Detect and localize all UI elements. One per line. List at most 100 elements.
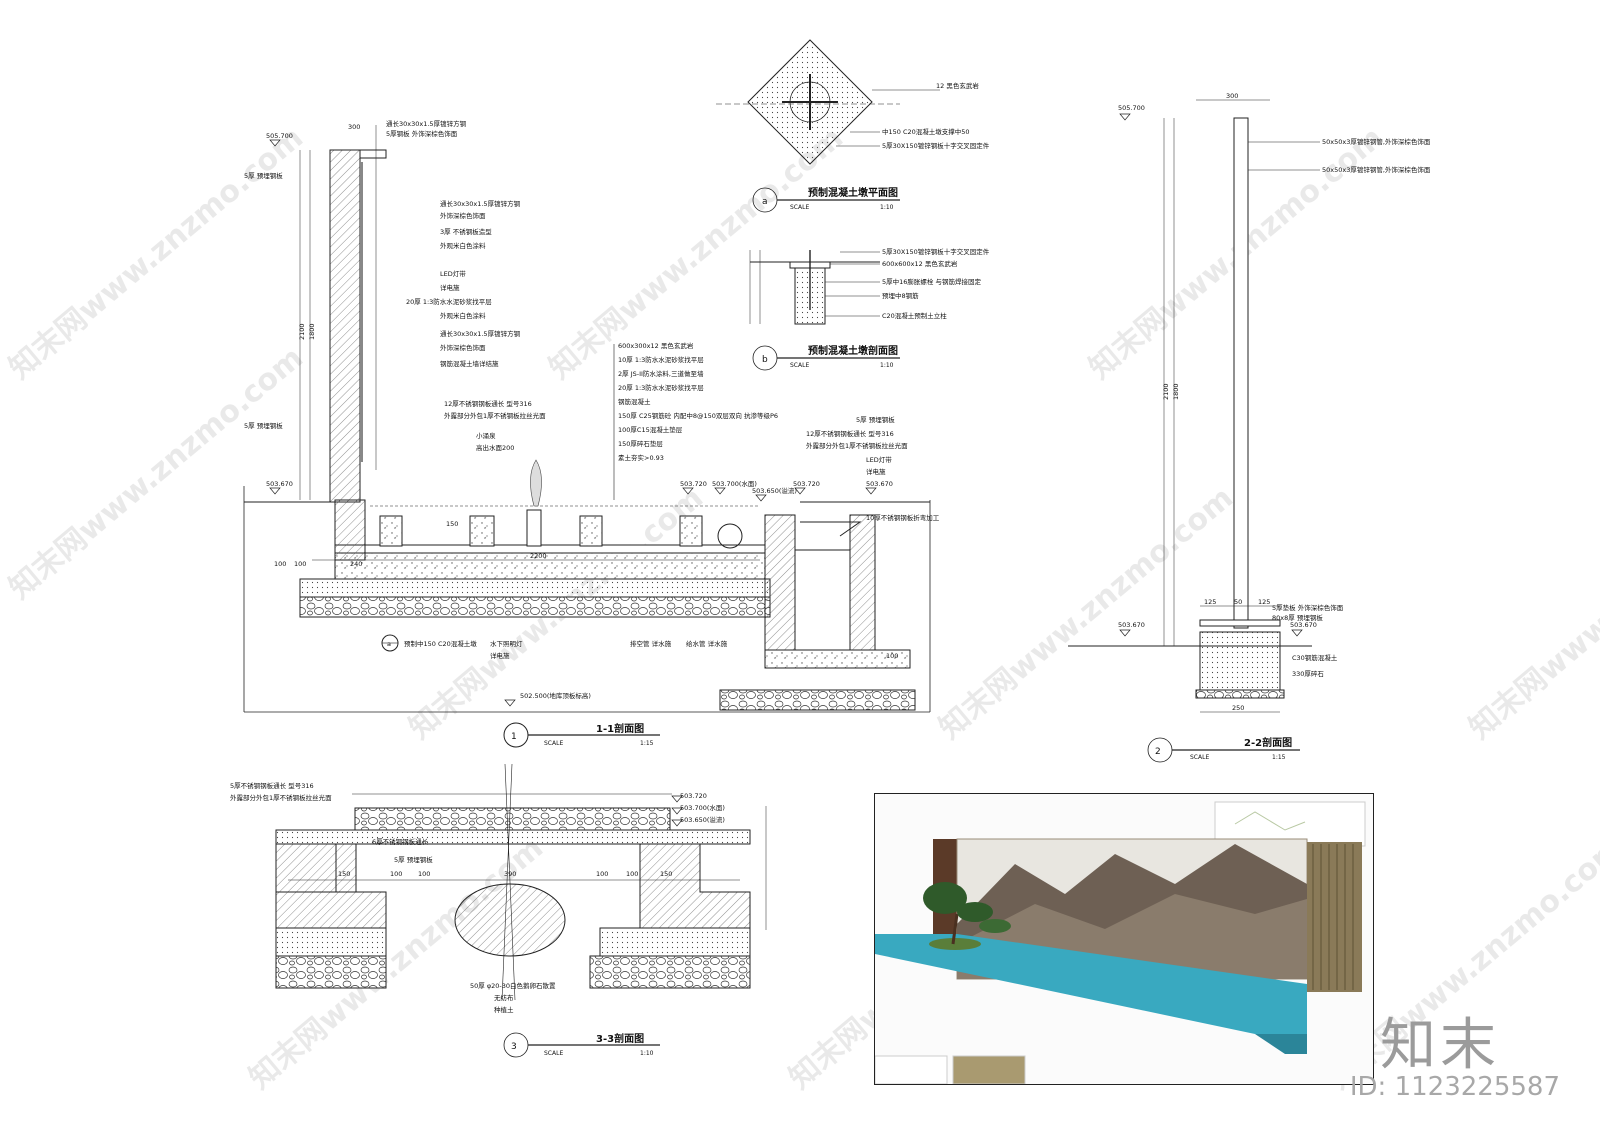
note: 通长30x30x1.5厚镀锌方钢 <box>440 199 521 208</box>
section-number: 1 <box>511 732 517 742</box>
scale-word: SCALE <box>1190 754 1209 761</box>
scale-word: SCALE <box>790 362 809 369</box>
scale-word: SCALE <box>544 1050 563 1057</box>
dim-label: 150 <box>338 870 350 878</box>
elevation-label: 505.700 <box>1118 104 1145 112</box>
dim-label: 2200 <box>530 552 547 560</box>
note: 详电施 <box>866 467 886 476</box>
dim-label: 100 <box>886 652 898 660</box>
note: 钢筋混凝土墙详结施 <box>440 359 499 368</box>
note: LED灯带 <box>866 455 892 464</box>
scale-value: 1:15 <box>1272 754 1286 761</box>
elevation-label: 503.720 <box>680 792 707 800</box>
elevation-label: 503.670 <box>266 480 293 488</box>
dim-label: 1800 <box>308 323 316 340</box>
note: 通长30x30x1.5厚镀锌方钢 <box>386 119 467 128</box>
section-title: 3-3剖面图 <box>596 1032 644 1045</box>
elevation-label: 503.720 <box>680 480 707 488</box>
note: 给水管 详水施 <box>686 639 728 648</box>
scale-value: 1:15 <box>640 740 654 747</box>
detail-a-plan <box>716 39 940 213</box>
dim-label: 300 <box>1226 92 1238 100</box>
dim-label: 100 <box>626 870 638 878</box>
render-illustration <box>875 801 1366 1084</box>
section-title: 2-2剖面图 <box>1244 736 1292 749</box>
detail-number: a <box>762 197 768 207</box>
note: 小涌泉 <box>476 431 496 440</box>
scale-value: 1:10 <box>640 1050 654 1057</box>
note: 无纺布 <box>494 993 514 1002</box>
elevation-label: 503.670 <box>1118 621 1145 629</box>
dim-label: 100 <box>274 560 286 568</box>
3d-render-preview <box>874 793 1374 1085</box>
section-number: 2 <box>1155 747 1161 757</box>
scale-word: SCALE <box>790 204 809 211</box>
note: 12厚不锈钢钢板通长 型号316 <box>444 399 532 408</box>
note: 80x8厚 预埋钢板 <box>1272 613 1323 622</box>
note: 预制中150 C20混凝土墩 <box>404 639 477 648</box>
detail-b-text: 5厚30X150镀锌钢板十字交叉固定件 600x600x12 黑色玄武岩 5厚中… <box>762 247 990 369</box>
note: 5厚30X150镀锌钢板十字交叉固定件 <box>882 141 990 150</box>
note: 5厚 预埋钢板 <box>394 855 433 864</box>
note: 50x50x3厚镀锌钢管,外饰深棕色饰面 <box>1322 165 1431 174</box>
detail-a-text: 12 黑色玄武岩 中150 C20混凝土墩支撑中50 5厚30X150镀锌钢板十… <box>762 81 990 211</box>
watermark: 知末网www.znzmo.com <box>3 120 310 386</box>
note: 3厚 不锈钢板造型 <box>440 227 492 236</box>
note: 钢筋混凝土 <box>618 397 651 406</box>
section-3-3-text: 5厚不锈钢钢板通长 型号316 外露部分外包1厚不锈钢板拉丝光面 6厚不锈钢钢板… <box>230 781 725 1057</box>
dim-label: 125 <box>1258 598 1270 606</box>
note: 5厚 预埋钢板 <box>244 421 283 430</box>
note: 600x600x12 黑色玄武岩 <box>882 259 958 268</box>
elevation-label: 503.700(水面) <box>712 479 757 488</box>
elevation-label: 503.720 <box>793 480 820 488</box>
note: 外饰深棕色饰面 <box>440 211 486 220</box>
scale-word: SCALE <box>544 740 563 747</box>
dim-label: 150 <box>446 520 458 528</box>
dim-label: 2100 <box>298 323 306 340</box>
note: 20厚 1:3防水水泥砂浆找平层 <box>406 297 492 306</box>
section-2-2-text: 505.700 503.670 503.670 300 2100 1800 12… <box>1118 92 1431 761</box>
elevation-label: 503.670 <box>1290 621 1317 629</box>
detail-title: 预制混凝土墩剖面图 <box>808 344 898 357</box>
scale-value: 1:10 <box>880 362 894 369</box>
note: 5厚中16膨胀螺栓 与钢筋焊接固定 <box>882 277 981 286</box>
note: 150厚 C25钢筋砼 内配中8@150双层双向 抗渗等级P6 <box>618 411 778 420</box>
note: 外观米白色涂料 <box>440 241 486 250</box>
note: 5厚 预埋钢板 <box>856 415 895 424</box>
note: 10厚不锈钢钢板折弯加工 <box>866 513 940 522</box>
note: 50厚 φ20-30白色鹅卵石散置 <box>470 981 556 990</box>
note: 通长30x30x1.5厚镀锌方钢 <box>440 329 521 338</box>
section-2-2 <box>1068 99 1320 763</box>
note: 高出水面200 <box>476 443 514 452</box>
note: 50x50x3厚镀锌钢管,外饰深棕色饰面 <box>1322 137 1431 146</box>
note: 中150 C20混凝土墩支撑中50 <box>882 127 970 136</box>
note: 20厚 1:3防水水泥砂浆找平层 <box>618 383 704 392</box>
note: 150厚碎石垫层 <box>618 439 663 448</box>
dim-label: 150 <box>660 870 672 878</box>
note: 5厚钢板 外饰深棕色饰面 <box>386 129 458 138</box>
dim-label: 240 <box>350 560 362 568</box>
section-title: 1-1剖面图 <box>596 722 644 735</box>
note: 600x300x12 黑色玄武岩 <box>618 341 694 350</box>
watermark: 知末网www.znzmo.com <box>543 120 850 386</box>
note: 外露部分外包1厚不锈钢板拉丝光面 <box>806 441 908 450</box>
note: 2厚 JS-II防水涂料,三道做至墙 <box>618 369 704 378</box>
detail-title: 预制混凝土墩平面图 <box>808 186 898 199</box>
note: 详电施 <box>440 283 460 292</box>
elevation-label: 503.650(溢流) <box>752 486 797 495</box>
note: 12厚不锈钢钢板通长 型号316 <box>806 429 894 438</box>
brand-id: ID: 1123225587 <box>1349 1072 1560 1102</box>
watermark: 知末网www.znzmo.com <box>1463 480 1600 746</box>
dim-label: 125 <box>1204 598 1216 606</box>
note: 330厚碎石 <box>1292 669 1324 678</box>
note: 排空管 详水施 <box>630 639 672 648</box>
dim-label: 390 <box>504 870 516 878</box>
note: C30钢筋混凝土 <box>1292 653 1338 662</box>
note: 预埋中8钢筋 <box>882 291 919 300</box>
watermark: 知末网www.znzmo.com <box>933 480 1240 746</box>
note: 种植土 <box>494 1005 514 1014</box>
note: 外露部分外包1厚不锈钢板拉丝光面 <box>230 793 332 802</box>
note: 5厚垫板 外饰深棕色饰面 <box>1272 603 1344 612</box>
